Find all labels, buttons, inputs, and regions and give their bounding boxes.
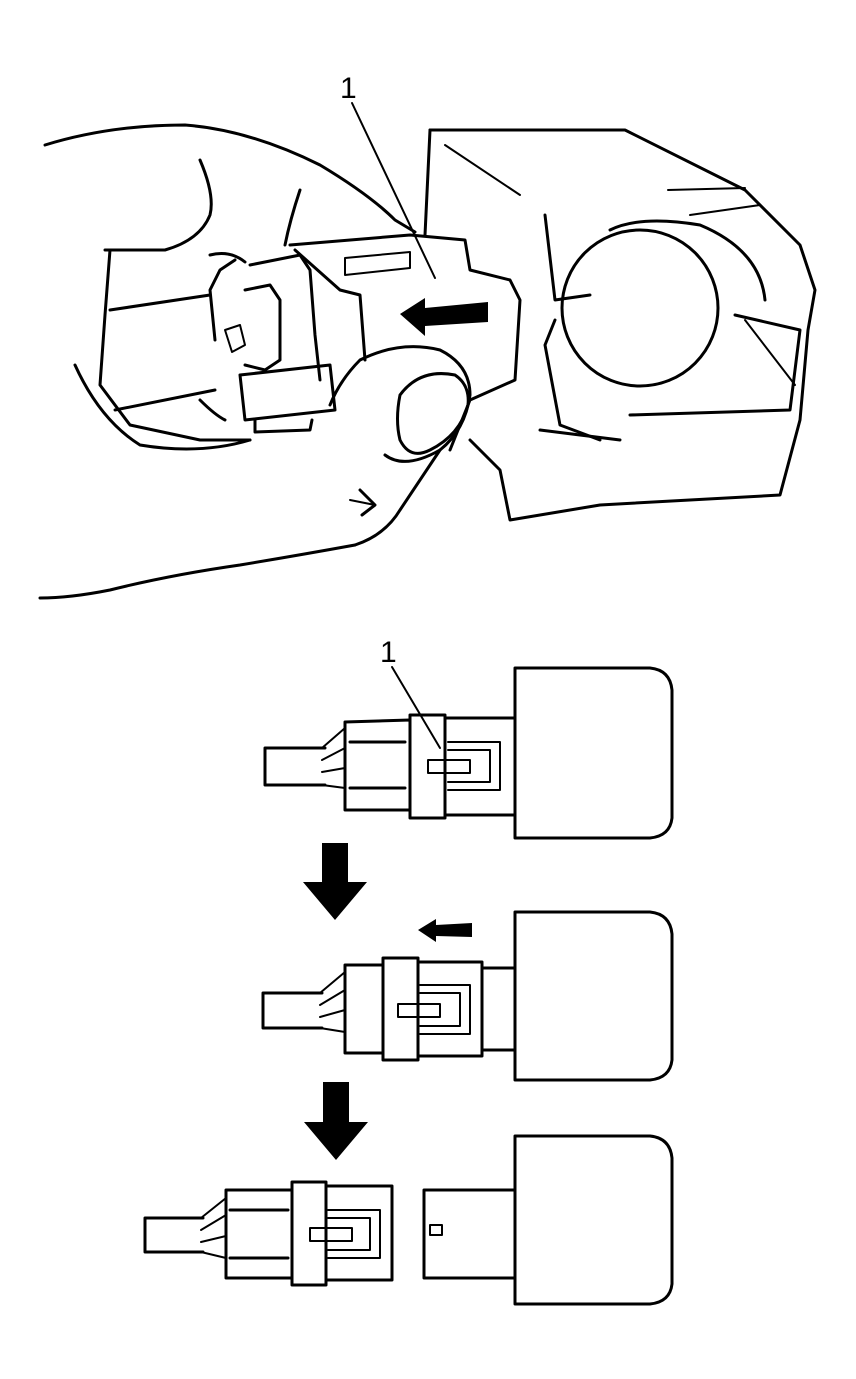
connector-body [208,233,522,452]
callout-label-bottom: 1 [380,636,397,669]
left-arrow-icon [400,298,488,336]
step-3-disconnected [143,1134,674,1306]
step-1-connected: 1 [263,636,674,840]
hand-connector-illustration: 1 [38,72,817,600]
hand-outline [38,123,472,600]
sensor-housing [423,128,817,522]
down-arrow-icon [304,1082,368,1160]
callout-label-top: 1 [340,72,357,105]
down-arrow-icon [303,843,367,920]
step-2-lock-released [261,910,674,1082]
left-arrow-icon [418,919,472,942]
callout-top: 1 [340,72,436,279]
